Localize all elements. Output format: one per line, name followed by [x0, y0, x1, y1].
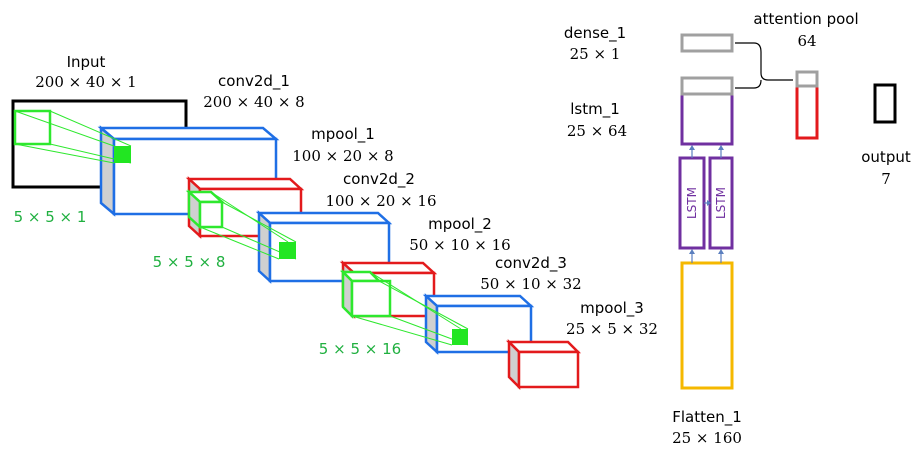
pool2-shape-label: 50 × 10 × 16	[409, 236, 510, 254]
conv2-name-label: conv2d_2	[343, 170, 415, 189]
kernel-2-label: 5 × 5 × 8	[153, 253, 226, 271]
lstm-right-label: LSTM	[714, 187, 728, 219]
kernel-2-window	[185, 189, 226, 230]
lstm-shape-label: 25 × 64	[567, 122, 627, 140]
dense-name-label: dense_1	[564, 24, 626, 43]
conv1-shape-label: 200 × 40 × 8	[203, 93, 304, 111]
flatten-to-lstm-arrows	[689, 249, 724, 263]
lstm-output-top-cell	[680, 76, 734, 96]
conv3-output-cell	[452, 329, 468, 345]
lstm-to-output-arrows	[689, 145, 724, 158]
kernel-1-label: 5 × 5 × 1	[14, 208, 87, 226]
conv2-output-cell	[279, 242, 296, 259]
output-rect	[873, 83, 897, 124]
output-name-label: output	[861, 148, 911, 166]
flatten-shape-label: 25 × 160	[672, 429, 742, 447]
lstm-name-label: lstm_1	[570, 100, 620, 119]
attention-connector	[735, 42, 793, 89]
pool2-name-label: mpool_2	[428, 215, 492, 234]
attention-shape-label: 64	[797, 32, 816, 50]
input-shape-label: 200 × 40 × 1	[35, 73, 136, 91]
pool3-shape-label: 25 × 5 × 32	[566, 320, 658, 338]
pool3-box	[505, 338, 582, 391]
attention-pool-top-cell	[795, 70, 819, 88]
input-name-label: Input	[67, 53, 106, 71]
kernel-1-window	[13, 109, 52, 146]
lstm-cell-right: LSTM	[708, 156, 734, 250]
dense-shape-label: 25 × 1	[570, 45, 621, 63]
conv3-name-label: conv2d_3	[495, 254, 567, 273]
output-shape-label: 7	[881, 170, 891, 188]
conv3-shape-label: 50 × 10 × 32	[480, 275, 581, 293]
conv1-name-label: conv2d_1	[218, 72, 290, 91]
conv1-output-cell	[114, 146, 131, 163]
flatten-name-label: Flatten_1	[672, 408, 742, 427]
lstm-cell-left: LSTM	[678, 156, 706, 250]
conv2-shape-label: 100 × 20 × 16	[325, 192, 436, 210]
pool1-shape-label: 100 × 20 × 8	[292, 147, 393, 165]
pool3-name-label: mpool_3	[580, 299, 644, 318]
lstm-left-label: LSTM	[685, 187, 699, 219]
dense-rect	[680, 33, 734, 53]
flatten-rect	[680, 261, 734, 390]
kernel-3-label: 5 × 5 × 16	[319, 340, 401, 358]
pool1-name-label: mpool_1	[311, 125, 375, 144]
attention-name-label: attention pool	[753, 10, 858, 28]
